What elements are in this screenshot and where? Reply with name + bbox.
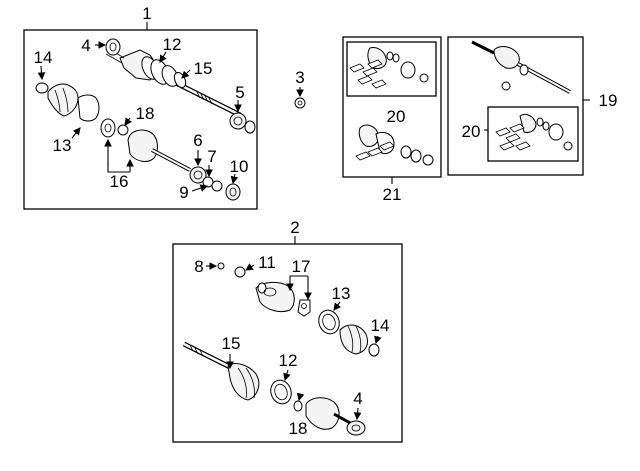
- clamp-icon: [318, 309, 340, 335]
- clamp-icon: [270, 379, 292, 405]
- callout-9[interactable]: 9: [179, 183, 188, 202]
- clamp-icon: [234, 266, 246, 278]
- assembly-19-box: [447, 36, 584, 176]
- callout-20-top[interactable]: 20: [387, 107, 406, 126]
- callout-16[interactable]: 16: [110, 172, 129, 191]
- part-3-group: 3: [294, 68, 306, 109]
- callout-14[interactable]: 14: [34, 48, 53, 67]
- callout-7[interactable]: 7: [207, 147, 216, 166]
- boot-icon: [339, 324, 380, 357]
- assembly-1-group: 1: [23, 4, 258, 210]
- kit-icon: [355, 124, 434, 166]
- kit-icon: [349, 47, 429, 89]
- kit-icon: [495, 113, 573, 151]
- cv-joint-icon: [127, 129, 207, 184]
- callout-6[interactable]: 6: [193, 131, 202, 150]
- callout-20-bottom[interactable]: 20: [462, 122, 481, 141]
- callout-17[interactable]: 17: [292, 257, 311, 276]
- callout-18[interactable]: 18: [136, 104, 155, 123]
- clamp-icon: [100, 118, 129, 138]
- cv-joint-icon: [229, 112, 256, 134]
- callout-21[interactable]: 21: [383, 185, 402, 204]
- callout-13[interactable]: 13: [53, 136, 72, 155]
- cv-joint-icon: [305, 397, 366, 436]
- callout-15-b[interactable]: 15: [222, 334, 241, 353]
- axle-shaft-icon: [182, 341, 260, 401]
- assembly-2-group: 2: [172, 218, 403, 443]
- axle-shaft-icon: [471, 40, 571, 94]
- assembly-21-group: 20 21: [342, 36, 442, 204]
- clamp-icon: [217, 262, 225, 270]
- callout-12[interactable]: 12: [163, 35, 182, 54]
- clamp-icon: [202, 176, 241, 201]
- callout-18-b[interactable]: 18: [289, 419, 308, 438]
- cv-joint-icon: [105, 47, 187, 89]
- assembly-1-box: [23, 29, 258, 210]
- callout-13-b[interactable]: 13: [332, 284, 351, 303]
- callout-4[interactable]: 4: [81, 36, 90, 55]
- callout-5[interactable]: 5: [235, 83, 244, 102]
- callout-1[interactable]: 1: [142, 4, 151, 23]
- assembly-2-box: [172, 243, 403, 443]
- kit-20-bottom-box: [487, 106, 579, 162]
- callout-8[interactable]: 8: [194, 257, 203, 276]
- callout-14-b[interactable]: 14: [371, 316, 390, 335]
- callout-15[interactable]: 15: [194, 59, 213, 78]
- kit-20-top-box: [346, 41, 437, 97]
- callout-12-b[interactable]: 12: [279, 351, 298, 370]
- callout-19[interactable]: 19: [599, 91, 618, 110]
- callout-3[interactable]: 3: [295, 68, 304, 87]
- assembly-19-group: 19 20: [447, 36, 618, 176]
- boot-icon: [35, 82, 100, 122]
- callout-10[interactable]: 10: [230, 157, 249, 176]
- clamp-icon: [294, 97, 306, 109]
- clamp-icon: [105, 38, 121, 56]
- callout-4-b[interactable]: 4: [353, 389, 362, 408]
- clamp-icon: [293, 400, 303, 412]
- callout-11[interactable]: 11: [258, 253, 276, 272]
- cv-joint-icon: [255, 281, 311, 317]
- callout-2[interactable]: 2: [290, 218, 299, 237]
